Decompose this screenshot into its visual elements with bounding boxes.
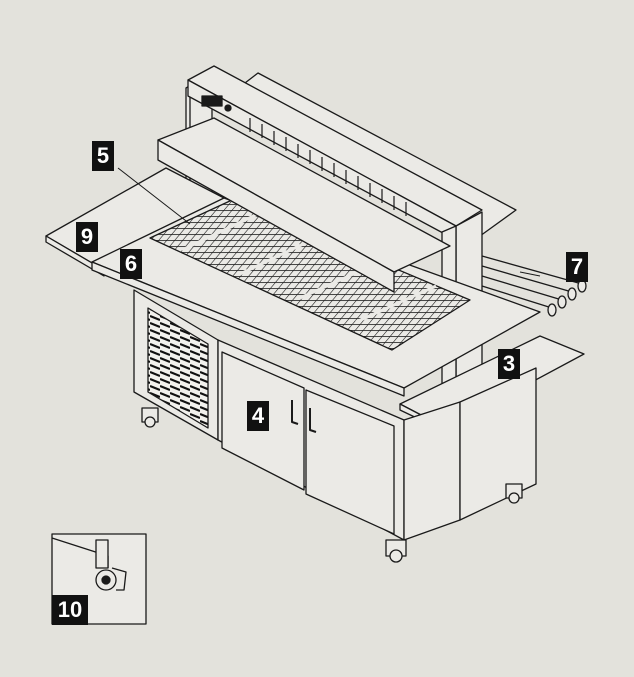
callout-5: 5: [92, 141, 114, 171]
callout-4: 4: [247, 401, 269, 431]
right-cabinet-side: [459, 367, 537, 521]
door-handles: [291, 400, 317, 433]
caster-front-left: [141, 407, 159, 428]
callout-10: 10: [52, 595, 88, 625]
callout-7: 7: [566, 252, 588, 282]
sneeze-guard-edge: [157, 139, 395, 293]
callout-6: 6: [120, 249, 142, 279]
right-cabinet-front: [403, 401, 461, 541]
caster-rear-right: [505, 483, 523, 504]
callout-3: 3: [498, 349, 520, 379]
callout-9: 9: [76, 222, 98, 252]
control-panel: [201, 95, 232, 112]
door-right: [305, 389, 395, 535]
rail-ends: [547, 279, 587, 317]
tray-rails: [481, 255, 583, 309]
mesh-grid: [149, 199, 471, 351]
caster-detail: [51, 537, 127, 591]
leader-lines: [117, 167, 541, 277]
vent-slots: [249, 118, 407, 216]
caster-front-mid: [385, 539, 407, 563]
louvers: [147, 307, 209, 429]
counter-front-edge: [91, 261, 405, 397]
left-shelf-edge: [45, 235, 105, 277]
